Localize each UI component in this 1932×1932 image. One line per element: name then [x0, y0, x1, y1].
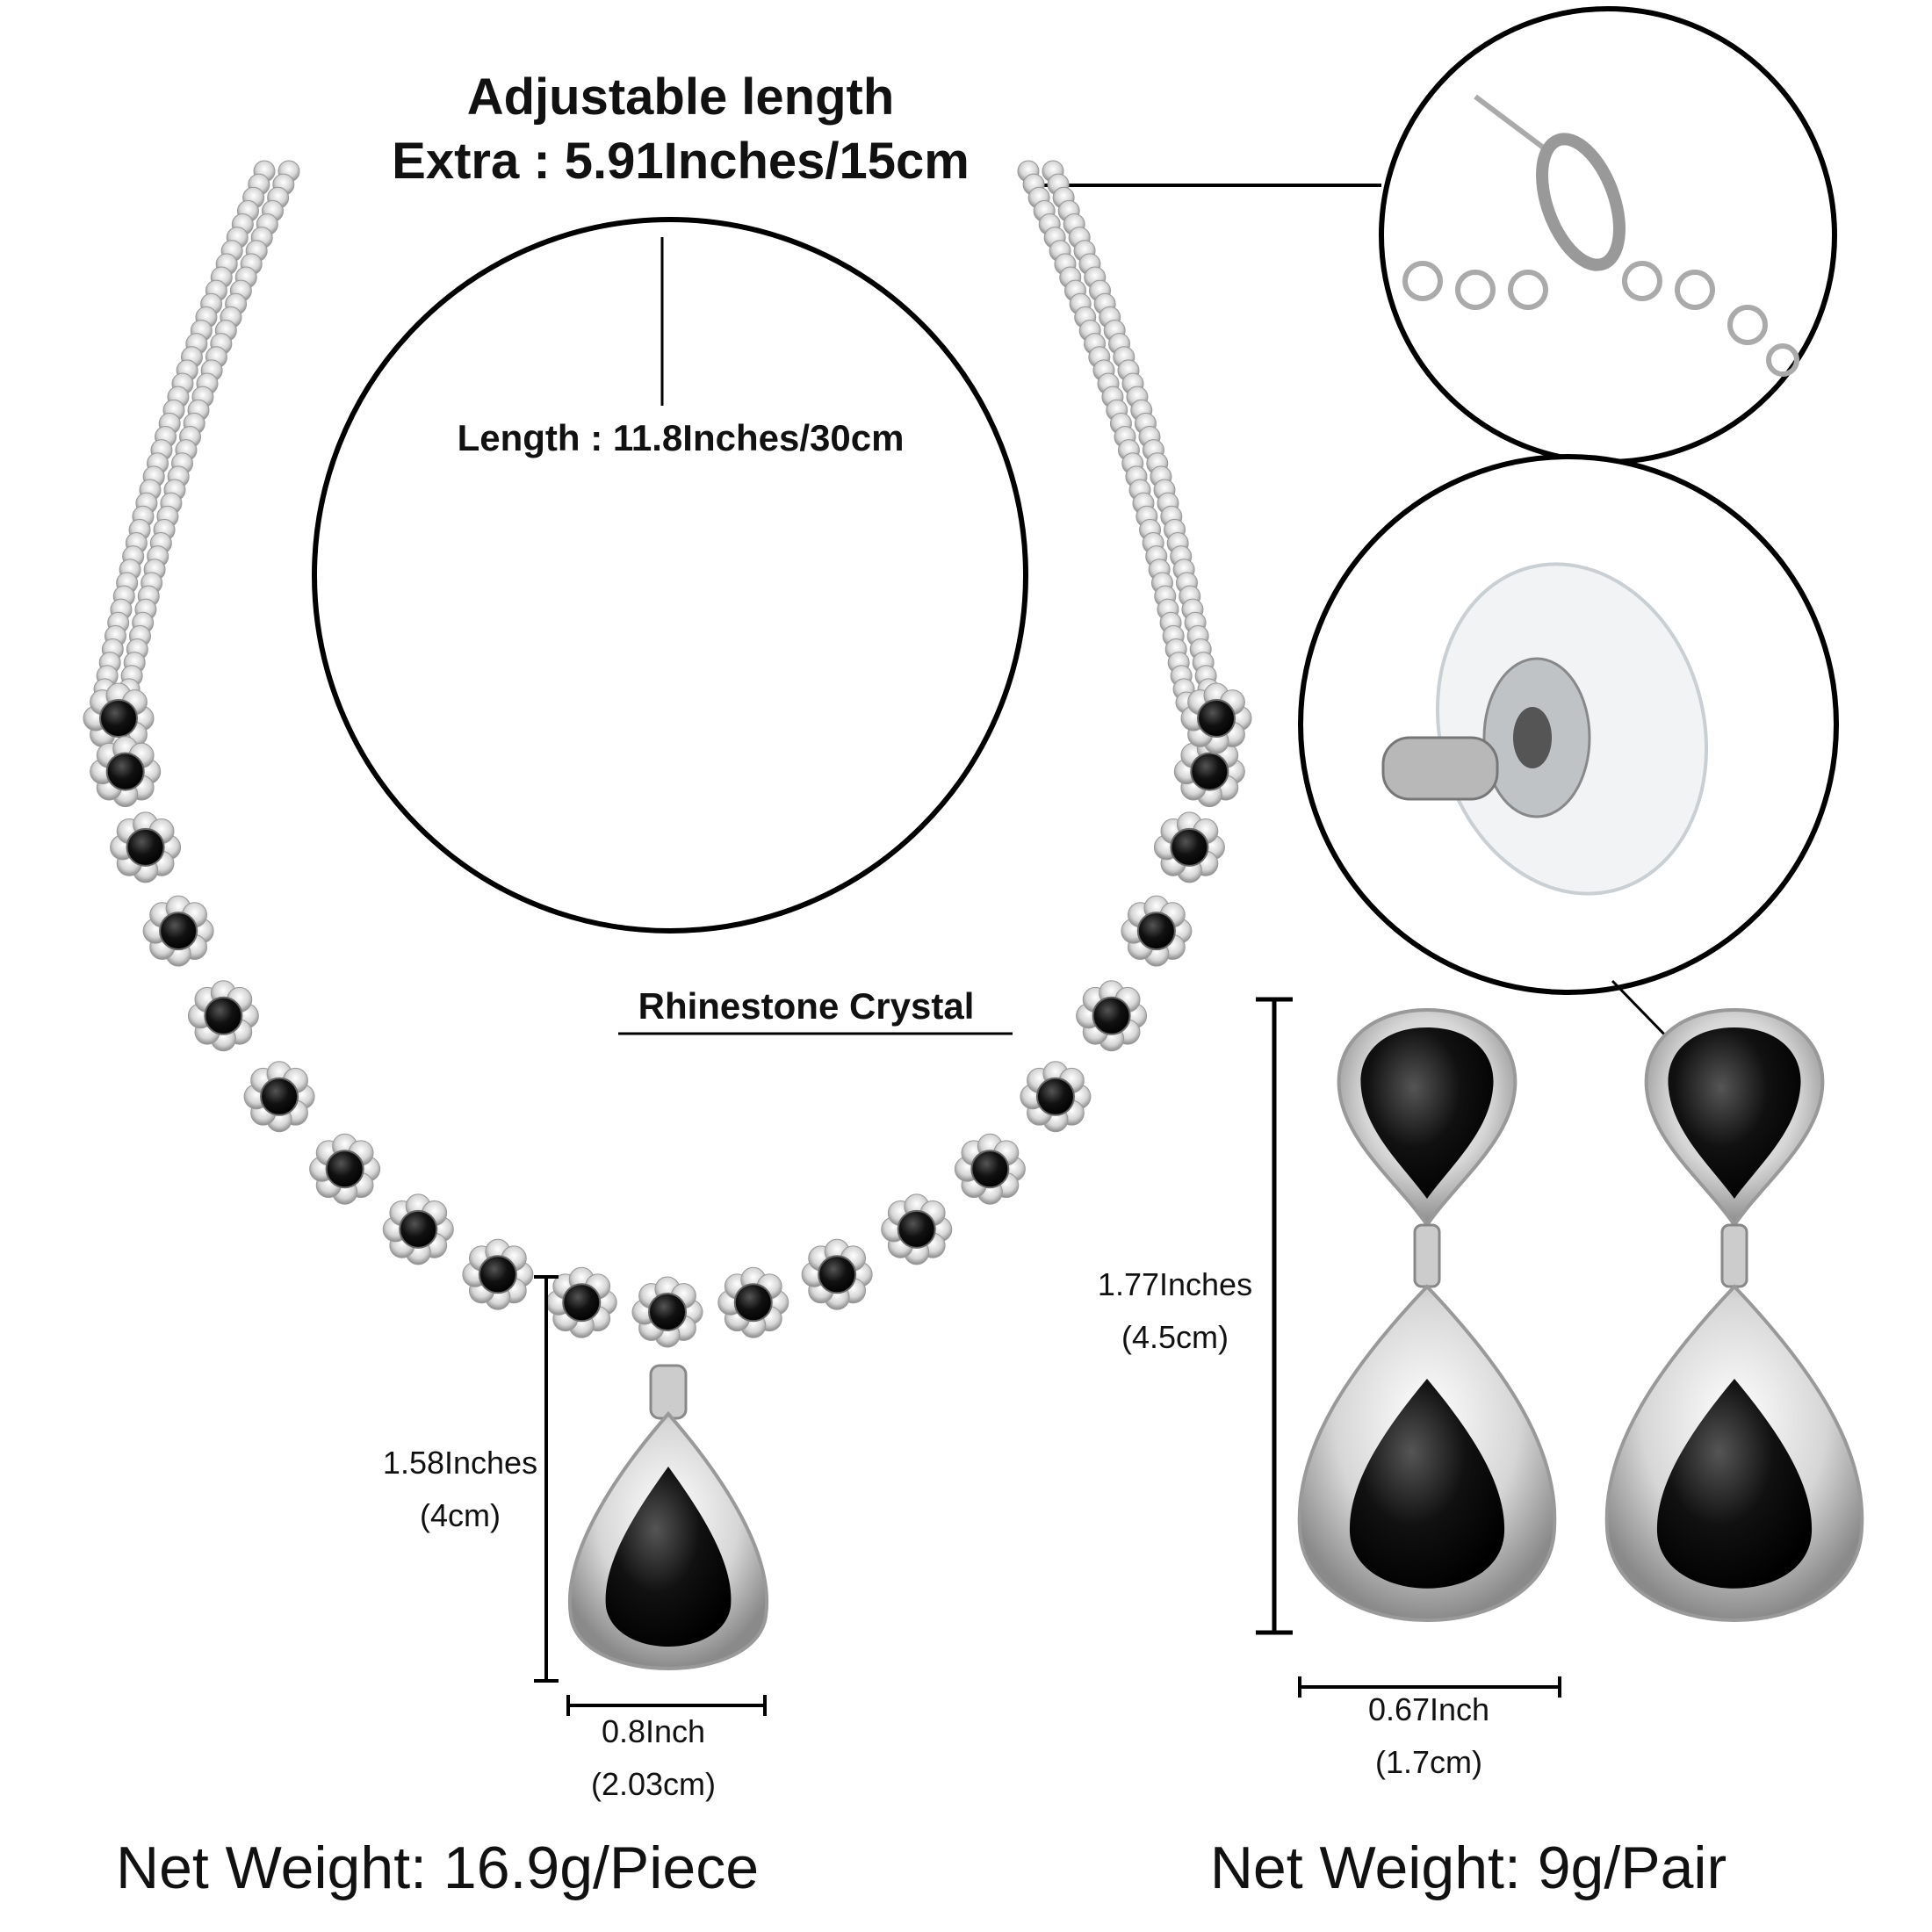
flower-rhinestone	[462, 1238, 534, 1310]
pendant-width-label: 0.8Inch	[601, 1713, 706, 1749]
flower-rhinestone	[1153, 811, 1225, 883]
length-circle	[312, 217, 1028, 934]
pendant-width-dimension	[566, 1695, 767, 1716]
flower-rhinestone	[954, 1133, 1026, 1205]
flower-rhinestone	[545, 1266, 617, 1338]
flower-rhinestone	[717, 1266, 789, 1338]
flower-rhinestone	[1173, 736, 1245, 808]
pendant-height-cm-label: (4cm)	[420, 1497, 501, 1533]
pendant-height-dimension	[534, 1275, 559, 1683]
flower-rhinestone	[1020, 1061, 1092, 1133]
flower-rhinestone	[801, 1238, 873, 1310]
earring-width-cm-label: (1.7cm)	[1374, 1744, 1483, 1780]
rhinestone-crystal-label: Rhinestone Crystal	[638, 985, 975, 1027]
flower-rhinestone	[187, 980, 259, 1052]
flower-rhinestone	[881, 1193, 953, 1265]
necklace-pendant	[567, 1364, 769, 1670]
extra-length-title: Extra : 5.91Inches/15cm	[392, 133, 970, 190]
chain-strand	[1017, 160, 1222, 714]
chain-strand	[90, 160, 300, 714]
necklace	[83, 160, 1252, 1348]
flower-rhinestone	[1076, 980, 1148, 1052]
earring-width-dimension	[1298, 1676, 1561, 1698]
earring-height-dimension	[1256, 997, 1293, 1635]
flower-rhinestone	[382, 1193, 454, 1265]
earrings	[1297, 1007, 1864, 1622]
drop-earring	[1604, 1007, 1864, 1622]
earring-height-label: 1.77Inches	[1097, 1266, 1253, 1302]
necklace-length-label: Length : 11.8Inches/30cm	[457, 417, 905, 458]
flower-rhinestone	[309, 1133, 381, 1205]
drop-earring	[1297, 1007, 1557, 1622]
flower-rhinestone	[631, 1276, 703, 1348]
flower-rhinestone	[142, 895, 214, 967]
flower-rhinestone	[110, 811, 182, 883]
flower-rhinestone	[1121, 895, 1193, 967]
lobster-clasp-icon	[1402, 94, 1799, 377]
pendant-height-label: 1.58Inches	[382, 1445, 538, 1481]
flower-rhinestone	[1180, 682, 1252, 754]
necklace-net-weight: Net Weight: 16.9g/Piece	[115, 1835, 760, 1901]
earrings-net-weight: Net Weight: 9g/Pair	[1209, 1835, 1727, 1901]
adjustable-length-title: Adjustable length	[466, 68, 895, 126]
flower-rhinestone	[90, 736, 162, 808]
pendant-width-cm-label: (2.03cm)	[590, 1766, 717, 1802]
earring-width-label: 0.67Inch	[1367, 1691, 1490, 1727]
flower-rhinestone	[243, 1061, 315, 1133]
earring-back-icon	[1381, 562, 1709, 896]
clasp-detail-circle	[1379, 6, 1837, 465]
earring-height-cm-label: (4.5cm)	[1121, 1319, 1229, 1355]
